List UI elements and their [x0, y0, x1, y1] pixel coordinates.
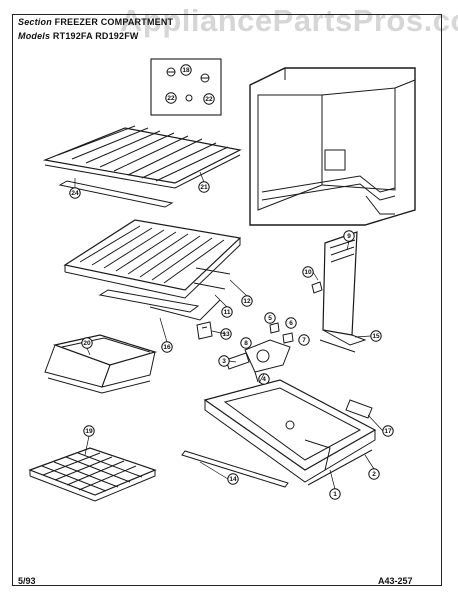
control-assembly [225, 322, 294, 383]
models-value: RT192FA RD192FW [52, 31, 139, 41]
callout-6: 6 [289, 320, 293, 327]
callout-22: 22 [167, 95, 175, 102]
callout-13: 13 [222, 331, 230, 338]
callout-5: 5 [268, 315, 272, 322]
section-label: Section [18, 17, 52, 27]
callout-18: 18 [182, 67, 190, 74]
section-value: FREEZER COMPARTMENT [54, 17, 174, 27]
callout-17: 17 [384, 428, 392, 435]
footer-date: 5/93 [18, 576, 36, 586]
ice-cube-tray [28, 447, 157, 502]
callout-16: 16 [163, 344, 171, 351]
callout-9: 9 [347, 233, 351, 240]
callout-14: 14 [229, 476, 237, 483]
section-header: Section FREEZER COMPARTMENT [18, 17, 173, 27]
freezer-cabinet [249, 67, 416, 226]
callout-12: 12 [243, 298, 251, 305]
callout-22: 22 [205, 96, 213, 103]
callout-7: 7 [302, 337, 306, 344]
callout-1: 1 [333, 491, 337, 498]
models-header: Models RT192FA RD192FW [18, 31, 139, 41]
callout-21: 21 [200, 184, 208, 191]
models-label: Models [18, 31, 51, 41]
watermark: AppliancePartsPros.com [120, 3, 458, 38]
callout-20: 20 [83, 340, 91, 347]
callout-24: 24 [71, 190, 79, 197]
wire-shelf [42, 125, 242, 208]
screw-parts-inset [150, 58, 222, 116]
footer-code: A43-257 [378, 576, 413, 586]
callout-11: 11 [224, 309, 231, 316]
callout-10: 10 [304, 269, 312, 276]
callout-15: 15 [372, 333, 380, 340]
drip-tray-shelf [63, 219, 242, 321]
callout-3: 3 [222, 358, 226, 365]
bottom-pan-assembly [181, 379, 377, 488]
callout-4: 4 [262, 376, 266, 383]
diagram-frame [12, 14, 442, 586]
callout-19: 19 [85, 428, 93, 435]
clip-part [196, 321, 213, 340]
callout-8: 8 [244, 340, 248, 347]
callout-2: 2 [372, 471, 376, 478]
